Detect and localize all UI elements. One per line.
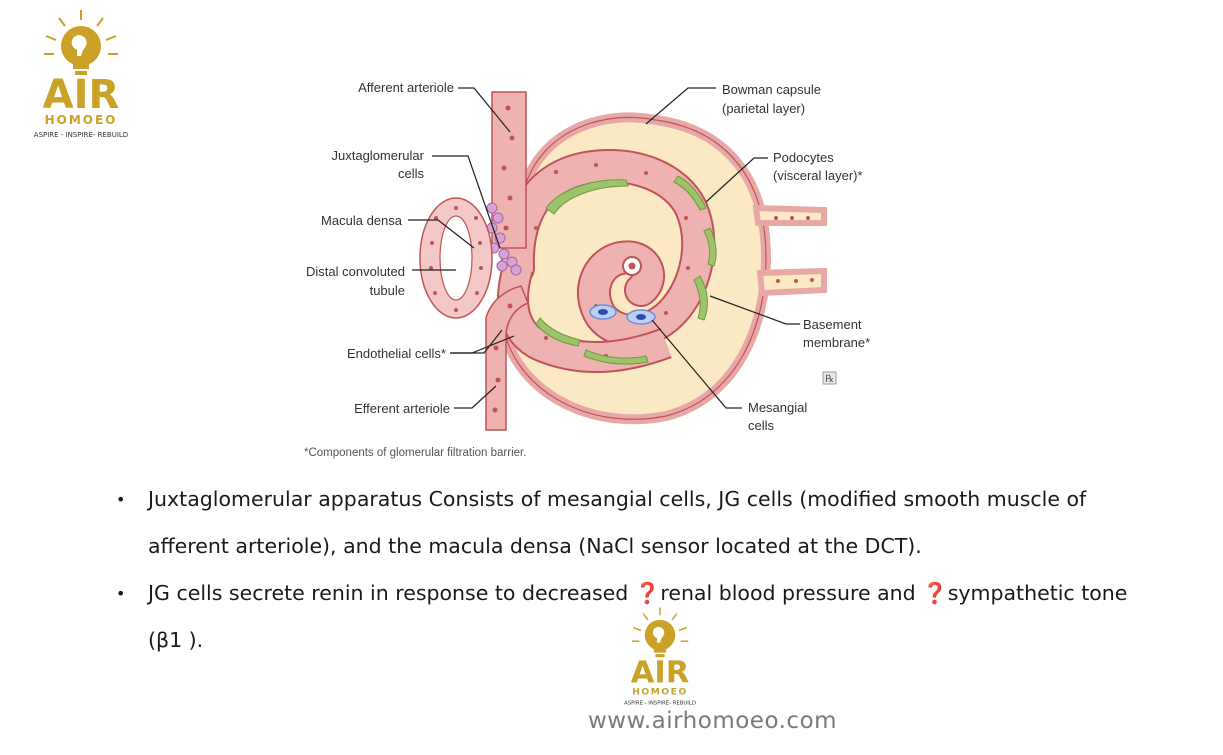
lightbulb-icon [631,607,689,658]
label-macula-densa: Macula densa [321,213,403,228]
label-afferent-arteriole: Afferent arteriole [358,80,454,95]
bullet-item: • JG cells secrete renin in response to … [112,570,1142,664]
bullet-symbol: • [116,584,126,603]
logo-homoeo-text: HOMOEO [632,687,688,698]
bullet-line: afferent arteriole), and the macula dens… [148,534,922,558]
efferent-arteriole [485,285,529,431]
distal-convoluted-tubule [419,197,493,319]
air-homoeo-logo: AIR HOMOEO ASPIRE - INSPIRE- REBUILD [34,10,128,139]
website-url: www.airhomoeo.com [588,708,838,734]
leader-lines [408,87,800,409]
label-mesangial-line1: Mesangial [748,400,807,415]
logo-air-text: AIR [631,655,690,690]
label-endothelial-cells: Endothelial cells* [347,346,446,361]
label-juxtaglomerular-line1: Juxtaglomerular [332,148,425,163]
label-basement-membrane-line2: membrane* [803,335,870,350]
label-podocytes-line1: Podocytes [773,150,834,165]
label-bowman-capsule-line1: Bowman capsule [722,82,821,97]
label-bowman-capsule-line2: (parietal layer) [722,101,805,116]
label-mesangial-line2: cells [748,418,775,433]
label-podocytes-line2: (visceral layer)* [773,168,863,183]
rx-badge: ℞ [822,371,837,385]
label-dct-line1: Distal convoluted [306,264,405,279]
label-basement-membrane-line1: Basement [803,317,862,332]
logo-tagline: ASPIRE - INSPIRE- REBUILD [34,131,128,139]
bullet-line: Juxtaglomerular apparatus Consists of me… [148,487,1087,511]
logo-homoeo-text: HOMOEO [45,113,118,127]
juxtaglomerular-diagram: Afferent arteriole Juxtaglomerular cells… [304,80,870,459]
bullet-list: • Juxtaglomerular apparatus Consists of … [112,476,1142,664]
proximal-tubule [752,204,827,297]
lightbulb-icon [44,10,118,75]
logo-tagline: ASPIRE - INSPIRE- REBUILD [624,701,696,707]
afferent-arteriole [491,91,527,249]
rx-badge-text: ℞ [825,374,834,385]
bullet-item: • Juxtaglomerular apparatus Consists of … [112,476,1142,570]
label-efferent-arteriole: Efferent arteriole [354,401,450,416]
label-juxtaglomerular-line2: cells [398,166,425,181]
label-dct-line2: tubule [370,283,405,298]
podocytes [535,175,717,365]
bullet-line: (β1 ). [148,628,204,652]
mesangial-cells [589,304,656,325]
bullet-symbol: • [116,490,126,509]
diagram-footnote: *Components of glomerular filtration bar… [304,447,526,459]
logo-air-text: AIR [43,72,120,118]
air-homoeo-logo-footer: AIR HOMOEO ASPIRE - INSPIRE- REBUILD [624,607,696,707]
bullet-line: JG cells secrete renin in response to de… [148,581,1128,605]
